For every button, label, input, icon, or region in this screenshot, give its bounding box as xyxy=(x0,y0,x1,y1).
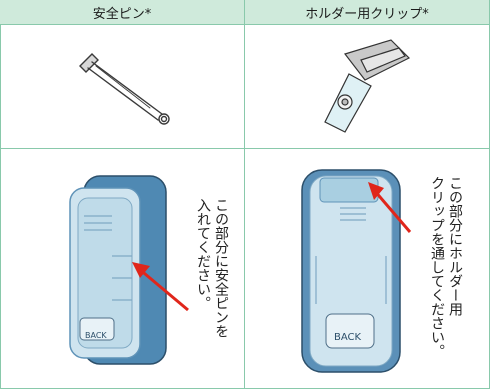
pin-instruction-line2: 入れてください。 xyxy=(195,198,211,310)
column-divider xyxy=(244,0,245,389)
holder-clip-image xyxy=(305,36,425,144)
red-arrow-icon xyxy=(110,250,200,320)
tag-case-back-image: BACK xyxy=(62,168,172,368)
pin-instruction-line1: この部分に安全ピンを xyxy=(213,198,229,338)
header-label-holder-clip: ホルダー用クリップ* xyxy=(305,6,429,22)
header-holder-clip: ホルダー用クリップ* xyxy=(245,0,489,25)
clip-instruction-line1: この部分にホルダー用 xyxy=(447,176,463,316)
safety-pin-image xyxy=(70,40,180,140)
red-arrow-icon-2 xyxy=(360,174,420,240)
tag-case-clip-image: BACK xyxy=(296,164,406,376)
clip-instruction-line2: クリップを通してください。 xyxy=(429,176,445,358)
header-label-safety-pin: 安全ピン* xyxy=(92,6,152,22)
back-badge-right: BACK xyxy=(334,332,362,343)
row-divider xyxy=(0,148,490,149)
clip-instruction: この部分にホルダー用 クリップを通してください。 xyxy=(428,176,464,381)
back-badge-left: BACK xyxy=(85,331,107,340)
pin-instruction: この部分に安全ピンを 入れてください。 xyxy=(194,198,230,373)
header-safety-pin: 安全ピン* xyxy=(0,0,245,25)
